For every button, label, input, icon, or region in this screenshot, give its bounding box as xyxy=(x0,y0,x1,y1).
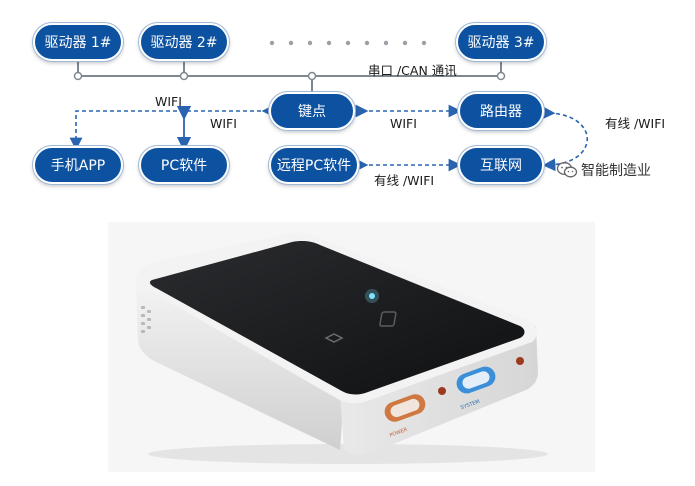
wifi-label-top: WIFI xyxy=(155,94,182,109)
diagram-connectors xyxy=(69,40,588,172)
link-main-phone xyxy=(69,104,275,151)
bus-node-main xyxy=(307,71,317,81)
bus-node-2 xyxy=(179,71,189,81)
top-logo-square xyxy=(379,311,397,327)
remote-pc-node: 远程PC软件 xyxy=(269,146,359,184)
pc-software-node-label: PC软件 xyxy=(160,158,208,174)
wired-wifi-label-bottom: 有线 /WIFI xyxy=(374,173,435,188)
driver-node-2-label: 驱动器 2# xyxy=(150,35,218,51)
bus-node-3 xyxy=(496,71,506,81)
driver-node-1: 驱动器 1# xyxy=(33,23,123,61)
driver-node-3-label: 驱动器 3# xyxy=(467,35,535,51)
wired-wifi-label-right: 有线 /WIFI xyxy=(605,116,666,131)
watermark: 智能制造业 xyxy=(556,160,651,180)
side-vent xyxy=(141,306,151,333)
device-illustration: POWER SYSTEM xyxy=(135,232,548,464)
remote-pc-node-label: 远程PC软件 xyxy=(276,158,352,174)
driver-node-2: 驱动器 2# xyxy=(139,23,229,61)
ellipsis-dots xyxy=(269,40,427,46)
main-node: 键点 xyxy=(269,92,355,130)
driver-node-3: 驱动器 3# xyxy=(456,23,546,61)
router-node-label: 路由器 xyxy=(480,104,522,120)
main-node-label: 键点 xyxy=(298,104,326,120)
device-top-panel xyxy=(149,241,525,395)
phone-app-node: 手机APP xyxy=(33,146,123,184)
pc-software-node: PC软件 xyxy=(139,146,229,184)
bus-node-1 xyxy=(73,71,83,81)
router-node: 路由器 xyxy=(458,92,544,130)
internet-node: 互联网 xyxy=(458,146,544,184)
wifi-label-mid: WIFI xyxy=(210,116,237,131)
phone-app-node-label: 手机APP xyxy=(50,158,106,174)
bus-label: 串口 /CAN 通讯 xyxy=(368,63,457,78)
wechat-icon xyxy=(556,162,578,178)
reset-hole-1 xyxy=(438,387,446,395)
product-photo: POWER SYSTEM xyxy=(108,222,595,472)
internet-node-label: 互联网 xyxy=(480,158,522,174)
status-led xyxy=(369,293,375,299)
top-logo-mark xyxy=(324,333,344,343)
driver-node-1-label: 驱动器 1# xyxy=(44,35,112,51)
device-left-side xyxy=(136,276,344,450)
reset-hole-2 xyxy=(516,357,524,365)
watermark-text: 智能制造业 xyxy=(581,163,651,179)
wifi-label-router: WIFI xyxy=(390,116,417,131)
link-router-internet xyxy=(542,106,588,172)
